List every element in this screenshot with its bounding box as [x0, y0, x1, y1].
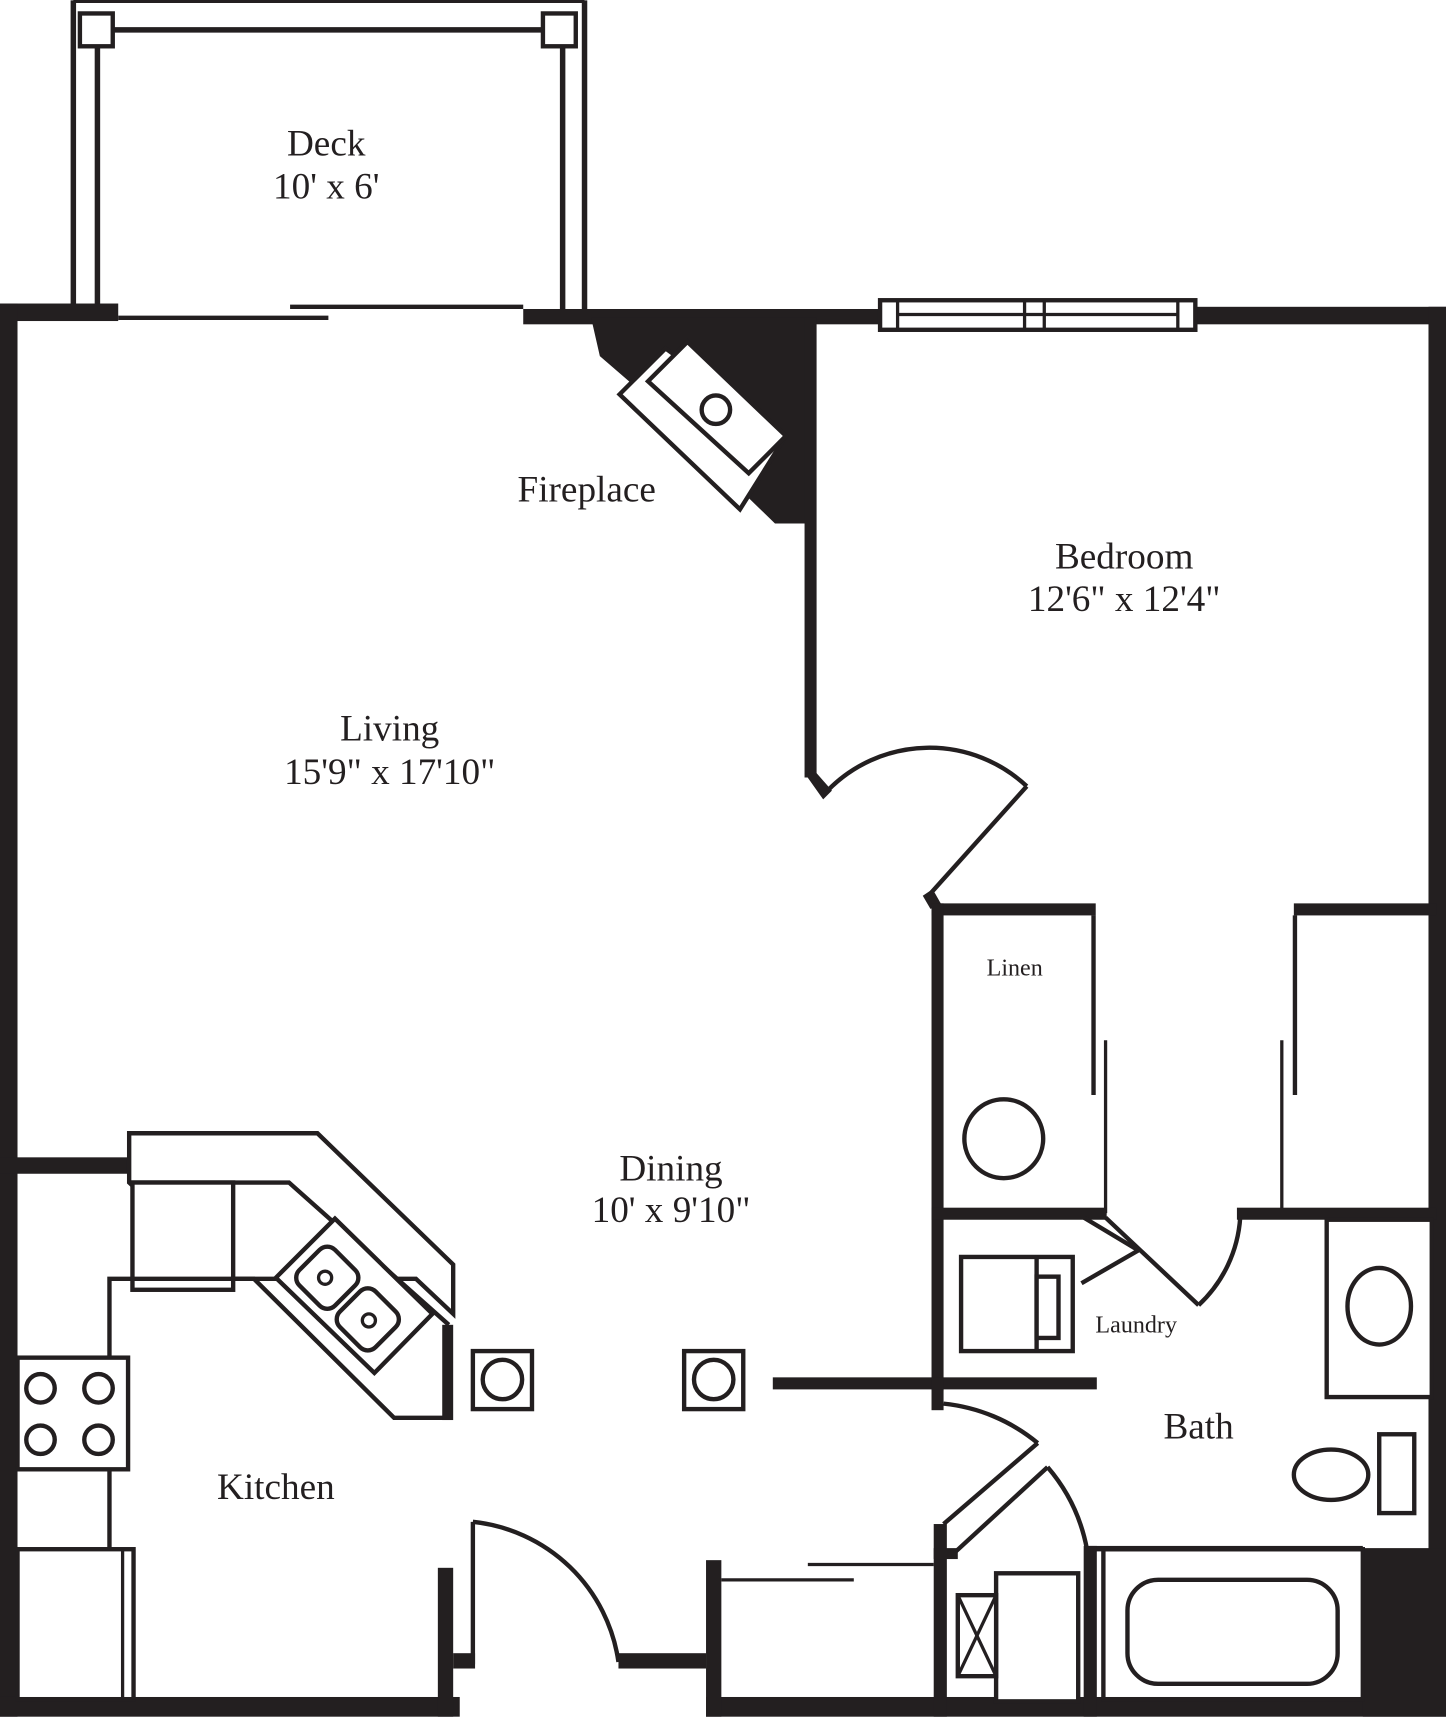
bedroom-door[interactable]: [825, 745, 1029, 909]
toilet-bowl-icon: [1291, 1447, 1371, 1503]
sink-icon: [1345, 1265, 1414, 1347]
column-left: [470, 1348, 535, 1412]
deck-post-right: [540, 11, 578, 49]
kitchen: [0, 1131, 456, 1702]
water-heater-icon: [962, 1097, 1046, 1181]
bath-label: Bath: [1163, 1407, 1234, 1448]
bedroom-label: Bedroom: [1055, 536, 1194, 577]
deck-railing: [70, 0, 588, 313]
deck-dimensions: 10' x 6': [273, 166, 379, 207]
dining-label: Dining: [619, 1148, 722, 1189]
fireplace: [591, 317, 816, 524]
living-label: Living: [340, 708, 439, 749]
bedroom-window: [877, 298, 1198, 332]
bath: [1083, 1217, 1434, 1717]
stove-icon: [15, 1355, 131, 1472]
toilet-tank-icon: [1377, 1432, 1417, 1516]
bathtub-icon: [1125, 1577, 1340, 1687]
living-dimensions: 15'9" x 17'10": [284, 752, 495, 793]
bedroom-dimensions: 12'6" x 12'4": [1028, 579, 1221, 620]
bedroom-wall: [804, 317, 817, 778]
entry-door[interactable]: [437, 1519, 707, 1717]
deck-label: Deck: [287, 124, 366, 165]
laundry-label: Laundry: [1095, 1312, 1177, 1338]
deck-post-left: [77, 11, 115, 49]
column-right: [681, 1348, 746, 1412]
fireplace-circle: [699, 393, 733, 427]
hall-closet: [706, 1524, 1081, 1717]
dining-divider: [772, 1377, 932, 1390]
refrigerator-icon: [15, 1547, 136, 1702]
linen-label: Linen: [987, 956, 1043, 982]
dining-dimensions: 10' x 9'10": [592, 1190, 751, 1231]
fireplace-label: Fireplace: [518, 470, 656, 511]
laundry: [939, 1215, 1243, 1390]
bedroom-closet: [1236, 903, 1437, 1220]
kitchen-label: Kitchen: [217, 1467, 335, 1508]
linen-closet: [931, 903, 1108, 1391]
bath-door[interactable]: [931, 1377, 1090, 1557]
kitchen-sink-icon: [272, 1215, 436, 1377]
